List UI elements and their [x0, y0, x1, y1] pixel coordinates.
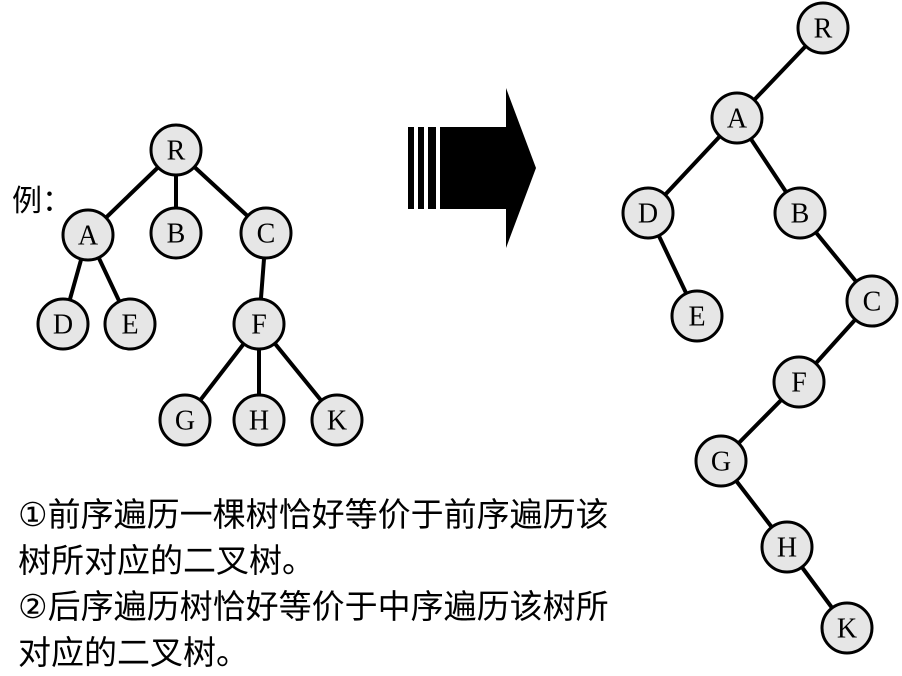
source-node-k: K	[310, 393, 364, 447]
source-node-circle	[239, 206, 293, 260]
notes: ①前序遍历一棵树恰好等价于前序遍历该 树所对应的二叉树。 ②后序遍历树恰好等价于…	[18, 492, 718, 676]
source-node-label: F	[251, 310, 267, 341]
binary-node-b: B	[773, 186, 827, 240]
source-node-h: H	[232, 393, 286, 447]
conversion-arrow	[408, 88, 536, 248]
binary-node-r: R	[796, 1, 850, 55]
source-node-circle	[103, 297, 157, 351]
binary-node-k: K	[820, 601, 874, 655]
binary-node-h: H	[760, 520, 814, 574]
binary-node-label: A	[727, 104, 748, 135]
source-node-label: K	[327, 406, 347, 437]
binary-node-circle	[796, 1, 850, 55]
source-node-circle	[61, 208, 115, 262]
source-node-label: D	[53, 310, 73, 341]
binary-node-g: G	[694, 434, 748, 488]
source-tree-nodes: R A B C D E F G H K	[36, 123, 364, 447]
source-node-label: C	[257, 219, 276, 250]
binary-node-label: G	[711, 447, 731, 478]
source-node-r: R	[149, 123, 203, 177]
source-node-circle	[36, 297, 90, 351]
source-node-label: H	[249, 406, 269, 437]
source-node-f: F	[232, 297, 286, 351]
binary-node-circle	[820, 601, 874, 655]
binary-node-d: D	[621, 186, 675, 240]
binary-node-circle	[845, 274, 899, 328]
binary-node-circle	[694, 434, 748, 488]
binary-node-e: E	[670, 289, 724, 343]
source-node-d: D	[36, 297, 90, 351]
source-node-label: R	[167, 136, 186, 167]
binary-node-circle	[710, 91, 764, 145]
source-node-circle	[232, 393, 286, 447]
source-node-circle	[149, 206, 203, 260]
note-line-1: ①前序遍历一棵树恰好等价于前序遍历该	[18, 495, 609, 534]
source-node-circle	[310, 393, 364, 447]
binary-node-circle	[670, 289, 724, 343]
binary-node-c: C	[845, 274, 899, 328]
binary-node-circle	[760, 520, 814, 574]
source-node-label: A	[78, 221, 99, 252]
binary-node-label: D	[638, 199, 658, 230]
binary-node-circle	[621, 186, 675, 240]
source-node-g: G	[158, 393, 212, 447]
source-node-circle	[158, 393, 212, 447]
binary-node-circle	[773, 186, 827, 240]
source-node-circle	[149, 123, 203, 177]
note-line-4: 对应的二叉树。	[18, 633, 249, 672]
binary-node-label: E	[688, 302, 705, 333]
example-label: 例：	[12, 184, 72, 219]
source-node-circle	[232, 297, 286, 351]
binary-tree-nodes: R A D E B C F G H K	[621, 1, 899, 655]
note-line-3: ②后序遍历树恰好等价于中序遍历该树所	[18, 587, 609, 626]
source-node-c: C	[239, 206, 293, 260]
source-node-label: B	[167, 219, 186, 250]
binary-node-label: B	[791, 199, 810, 230]
binary-node-label: R	[814, 14, 833, 45]
binary-node-a: A	[710, 91, 764, 145]
binary-node-circle	[772, 355, 826, 409]
note-line-2: 树所对应的二叉树。	[18, 541, 315, 580]
binary-node-label: F	[791, 368, 807, 399]
source-node-e: E	[103, 297, 157, 351]
source-node-label: E	[121, 310, 138, 341]
binary-node-label: K	[837, 614, 857, 645]
binary-node-label: C	[863, 287, 882, 318]
source-node-label: G	[175, 406, 195, 437]
binary-node-f: F	[772, 355, 826, 409]
source-node-a: A	[61, 208, 115, 262]
source-tree-edges	[61, 148, 339, 422]
source-node-b: B	[149, 206, 203, 260]
binary-node-label: H	[777, 533, 797, 564]
